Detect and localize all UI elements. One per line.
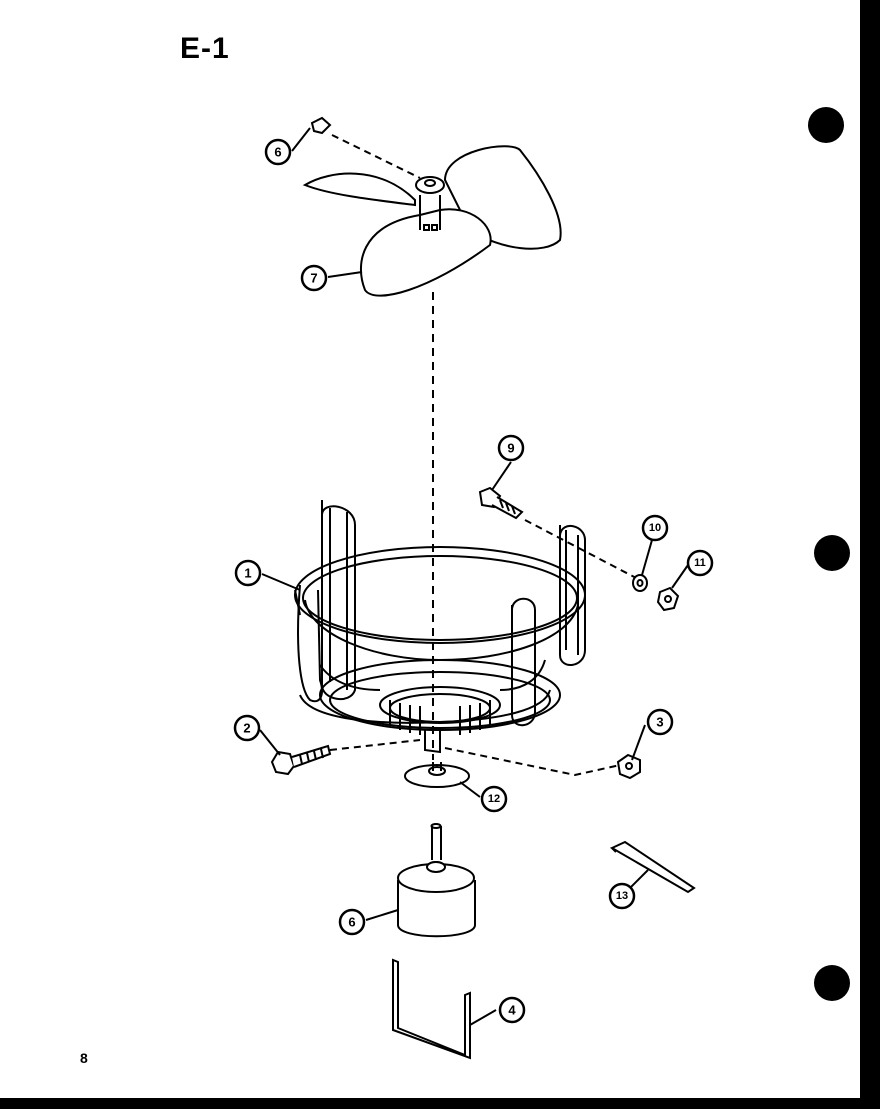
washer-10	[632, 574, 648, 592]
leader-screw	[291, 127, 311, 152]
callout-circle-6-motor	[338, 908, 366, 936]
leader-fan	[327, 271, 363, 278]
bolt-9	[478, 486, 524, 520]
page-number: 8	[80, 1050, 88, 1066]
rod-13	[609, 840, 696, 894]
motor-mount-bracket	[294, 500, 586, 754]
callout-circle-9	[497, 434, 525, 462]
binder-hole-middle	[814, 535, 850, 571]
nut-11	[656, 586, 680, 612]
leader-u-bracket	[469, 1009, 497, 1026]
leader-nut-3	[631, 724, 646, 761]
u-bracket	[392, 958, 471, 1060]
leader-bolt-2	[259, 729, 281, 756]
callout-circle-1	[234, 559, 262, 587]
binder-hole-bottom	[814, 965, 850, 1001]
leader-washer-12	[459, 781, 481, 798]
diagram-title: E-1	[180, 32, 230, 65]
callout-label: 6	[274, 145, 281, 160]
callout-circle-11	[686, 549, 714, 577]
motor	[397, 823, 476, 938]
callout-circle-3	[646, 708, 674, 736]
callout-label: 1	[244, 566, 251, 581]
callout-circle-7	[300, 264, 328, 292]
callout-circle-4	[498, 996, 526, 1024]
callout-label: 4	[508, 1003, 516, 1018]
fan-blade	[302, 145, 562, 297]
callout-label: 9	[507, 441, 514, 456]
callout-label: 11	[694, 557, 706, 569]
fan-screw-leader	[331, 134, 421, 179]
leader-motor	[365, 909, 399, 921]
bolt-9-leader	[524, 519, 641, 581]
callout-label: 3	[656, 715, 663, 730]
callout-label: 12	[488, 793, 500, 805]
washer-12	[404, 762, 470, 788]
callout-label: 13	[616, 890, 628, 902]
leader-washer	[641, 539, 653, 576]
nut-3-leader	[444, 747, 621, 777]
fan-screw	[310, 116, 332, 135]
callout-circle-6-top	[264, 138, 292, 166]
bolt-2	[270, 744, 332, 776]
leader-bolt-9	[491, 461, 512, 491]
callout-label: 7	[310, 271, 317, 286]
bottom-border	[0, 1098, 880, 1109]
callout-circle-10	[641, 514, 669, 542]
callout-circle-13	[608, 882, 636, 910]
leader-bracket	[261, 573, 301, 591]
callout-label: 2	[243, 721, 250, 736]
callout-circle-12	[480, 785, 508, 813]
binder-hole-top	[808, 107, 844, 143]
callout-circle-2	[233, 714, 261, 742]
leader-nut-11	[671, 564, 689, 589]
callout-label: 10	[649, 522, 661, 534]
nut-3	[616, 753, 641, 780]
callout-label: 6	[348, 915, 355, 930]
bolt-2-leader	[329, 739, 421, 751]
right-border	[860, 0, 880, 1109]
